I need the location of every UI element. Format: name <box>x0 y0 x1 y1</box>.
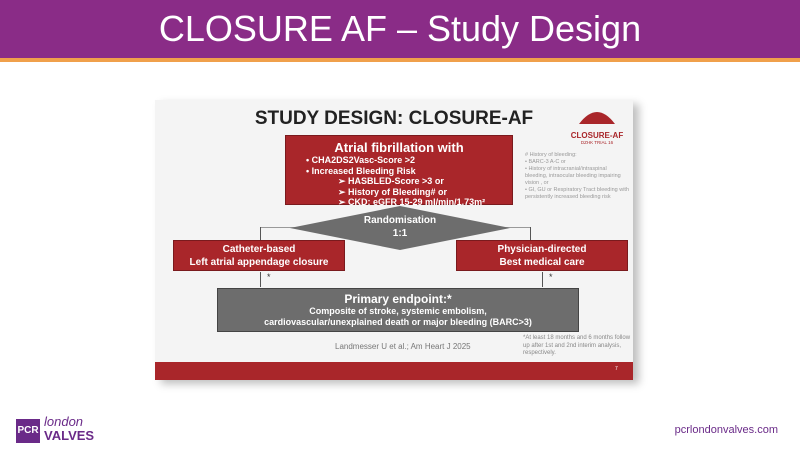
randomisation-ratio: 1:1 <box>392 228 408 239</box>
embedded-slide: STUDY DESIGN: CLOSURE-AF CLOSURE-AF DZHK… <box>155 100 633 380</box>
footnote-star: * <box>267 272 271 282</box>
arm-line: Left atrial appendage closure <box>189 257 329 268</box>
criteria-subitem: ➢ HASBLED-Score >3 or <box>338 176 444 186</box>
endpoint-line: cardiovascular/unexplained death or majo… <box>264 317 532 327</box>
logo-london: london <box>44 414 84 429</box>
criteria-subitem: ➢ History of Bleeding# or <box>338 186 448 197</box>
arm-line: Best medical care <box>499 257 585 268</box>
af-heading: Atrial fibrillation with <box>334 140 464 155</box>
slide-page-number: 7 <box>615 366 618 372</box>
follow-up-footnote: *At least 18 months and 6 months follow … <box>523 335 631 356</box>
connector-arrow <box>260 227 261 240</box>
primary-endpoint-box: Primary endpoint:* Composite of stroke, … <box>217 288 579 332</box>
pcr-logo-box: PCR <box>16 419 40 443</box>
bleeding-history-note: # History of bleeding: • BARC-3 A-C or •… <box>525 152 630 201</box>
randomisation-label: Randomisation <box>363 215 437 226</box>
header-accent-line <box>0 58 800 62</box>
website-url: pcrlondonvalves.com <box>674 424 778 436</box>
note-item: • History of intracranial/intraspinal bl… <box>525 166 621 186</box>
endpoint-line: Composite of stroke, systemic embolism, <box>309 306 487 316</box>
study-design-title: STUDY DESIGN: CLOSURE-AF <box>254 108 534 129</box>
logo-subtitle: DZHK TRIAL 16 <box>580 140 614 145</box>
note-item: • GI, GU or Respiratory Tract bleeding w… <box>525 187 630 200</box>
logo-name: CLOSURE-AF <box>570 131 624 140</box>
inclusion-criteria-box: Atrial fibrillation with • CHA2DS2Vasc-S… <box>285 135 513 207</box>
arm-line: Physician-directed <box>497 244 587 255</box>
arm-line: Catheter-based <box>222 244 296 255</box>
umbrella-icon <box>579 112 615 124</box>
slide-footer-bar <box>155 362 633 380</box>
connector-arrow <box>542 272 543 287</box>
citation: Landmesser U et al.; Am Heart J 2025 <box>335 342 471 351</box>
footnote-star: * <box>549 272 553 282</box>
medical-care-arm: Physician-directed Best medical care <box>456 240 628 271</box>
criteria-subitem: ➢ CKD: eGFR 15-29 ml/min/1.73m² <box>338 197 486 207</box>
criteria-item: • CHA2DS2Vasc-Score >2 <box>306 155 415 165</box>
logo-valves: VALVES <box>44 428 95 443</box>
slide-title: CLOSURE AF – Study Design <box>0 0 800 58</box>
connector-arrow <box>260 272 261 287</box>
connector-arrow <box>530 227 531 240</box>
randomisation-text: Randomisation 1:1 <box>290 214 510 240</box>
randomisation-diamond <box>290 206 510 250</box>
endpoint-heading: Primary endpoint:* <box>344 292 452 306</box>
closure-af-logo: CLOSURE-AF DZHK TRIAL 16 <box>565 106 629 146</box>
note-item: • BARC-3 A-C or <box>525 159 566 165</box>
criteria-item: • Increased Bleeding Risk <box>306 165 416 176</box>
note-heading: # History of bleeding: <box>525 152 577 158</box>
laa-closure-arm: Catheter-based Left atrial appendage clo… <box>173 240 345 271</box>
